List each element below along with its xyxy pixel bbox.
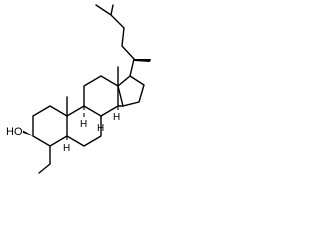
stereo-h-label: H <box>63 143 70 154</box>
stereo-h-label: H <box>80 119 87 130</box>
ring-d <box>117 75 145 107</box>
hydroxyl-wedge-bond <box>22 130 33 136</box>
methyl-c4 <box>38 145 51 174</box>
hydroxyl-label: HO <box>6 126 23 138</box>
ring-b <box>66 105 102 147</box>
stereo-hydrogen-bonds <box>66 106 119 140</box>
steroid-structure-diagram: HO H H H H <box>5 4 151 174</box>
side-chain <box>95 4 151 77</box>
stereo-h-label: H <box>113 112 120 123</box>
ring-a <box>32 105 68 147</box>
angular-methyls <box>66 66 119 117</box>
stereo-h-label: H <box>97 123 104 134</box>
ring-c <box>83 75 119 117</box>
